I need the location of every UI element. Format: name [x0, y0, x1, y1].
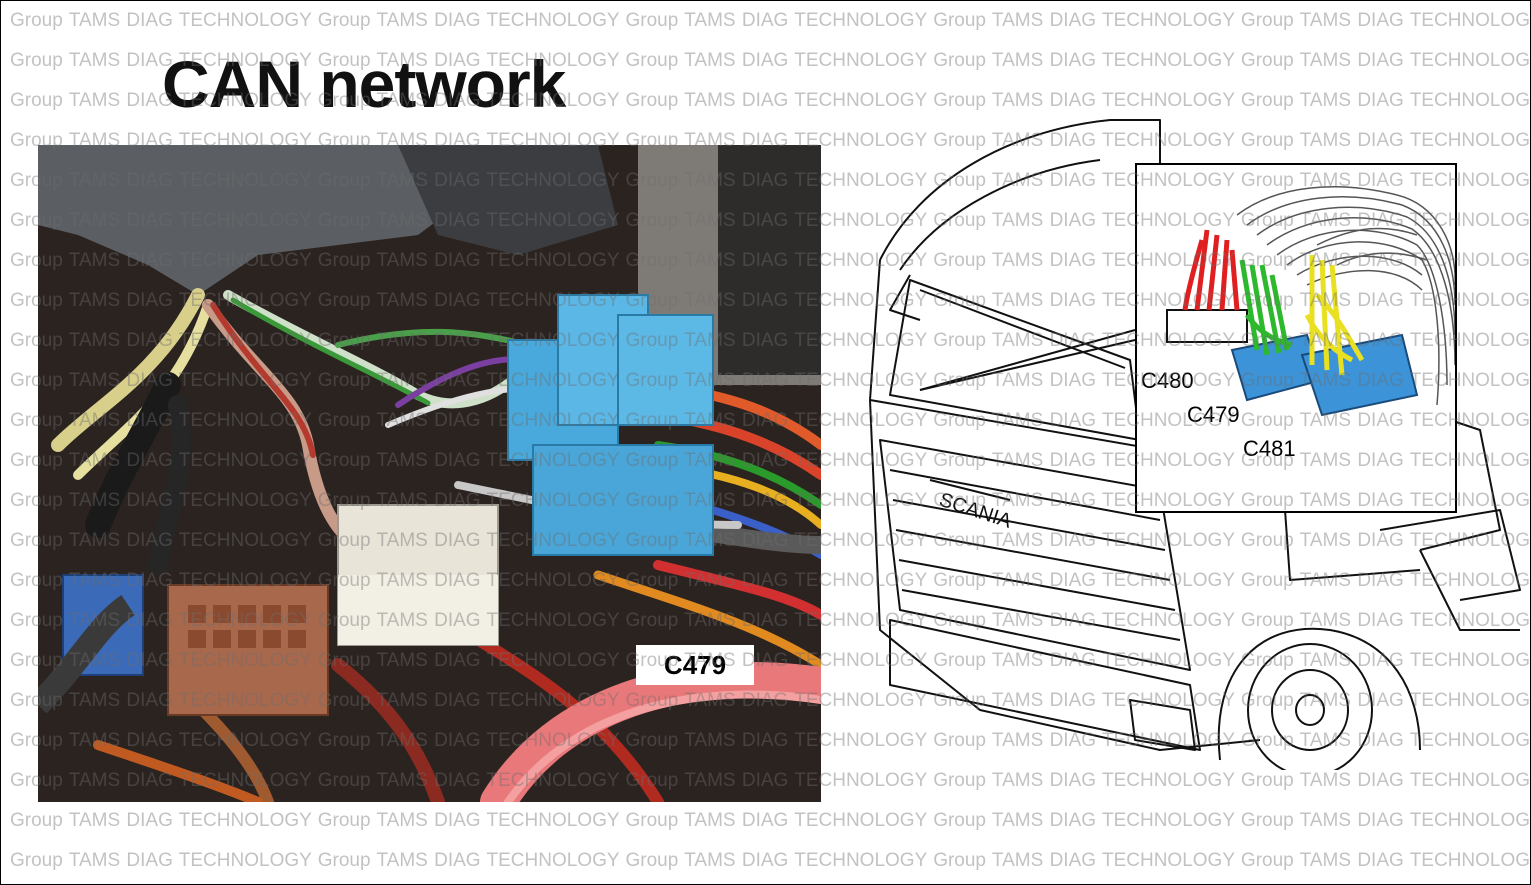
connector-label-c479: C479	[1187, 402, 1240, 427]
truck-line-drawing: SCANIA	[869, 119, 1521, 770]
connector-inset: C480 C479 C481	[1135, 163, 1457, 513]
truck-brand-text: SCANIA	[936, 489, 1014, 533]
wiring-photo-illustration	[38, 145, 821, 802]
inset-illustration	[1166, 186, 1455, 417]
photo-connector-label: C479	[636, 645, 754, 685]
page-title: CAN network	[162, 47, 566, 121]
connector-label-c480: C480	[1141, 368, 1194, 393]
wiring-photo: C479	[38, 145, 821, 802]
connector-label-c481: C481	[1243, 436, 1296, 461]
